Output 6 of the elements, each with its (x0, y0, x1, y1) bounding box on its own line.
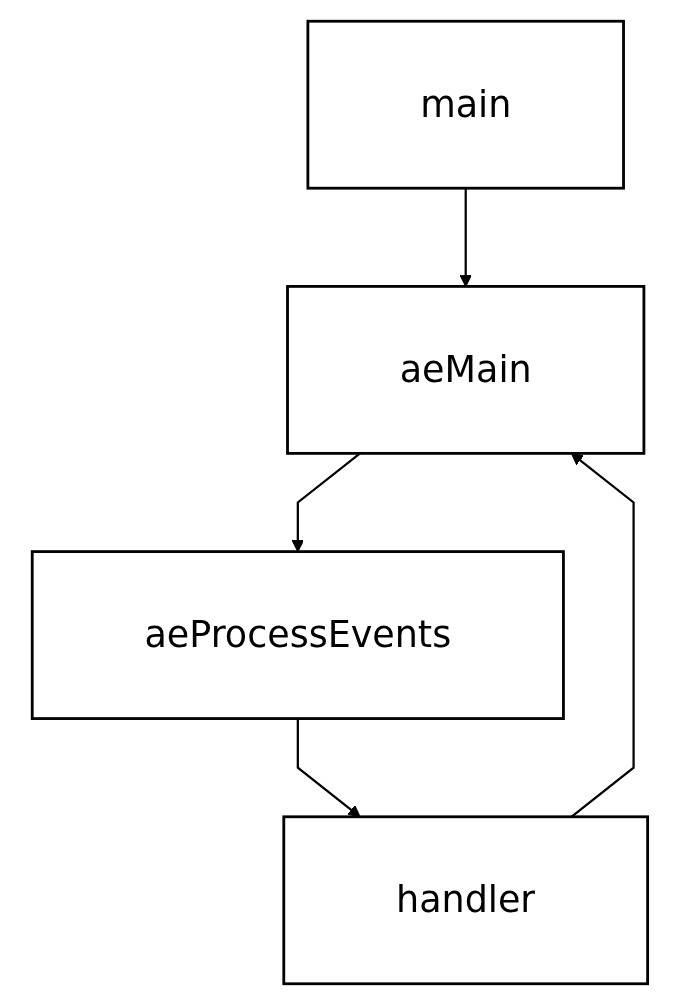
node-box (306, 19, 625, 190)
node-box (30, 550, 565, 720)
arrow (459, 188, 472, 287)
node-box (286, 285, 646, 455)
flowchart-drawing: main aeMain aeProcessEvents handler (21, 10, 659, 995)
node-box (282, 815, 650, 986)
